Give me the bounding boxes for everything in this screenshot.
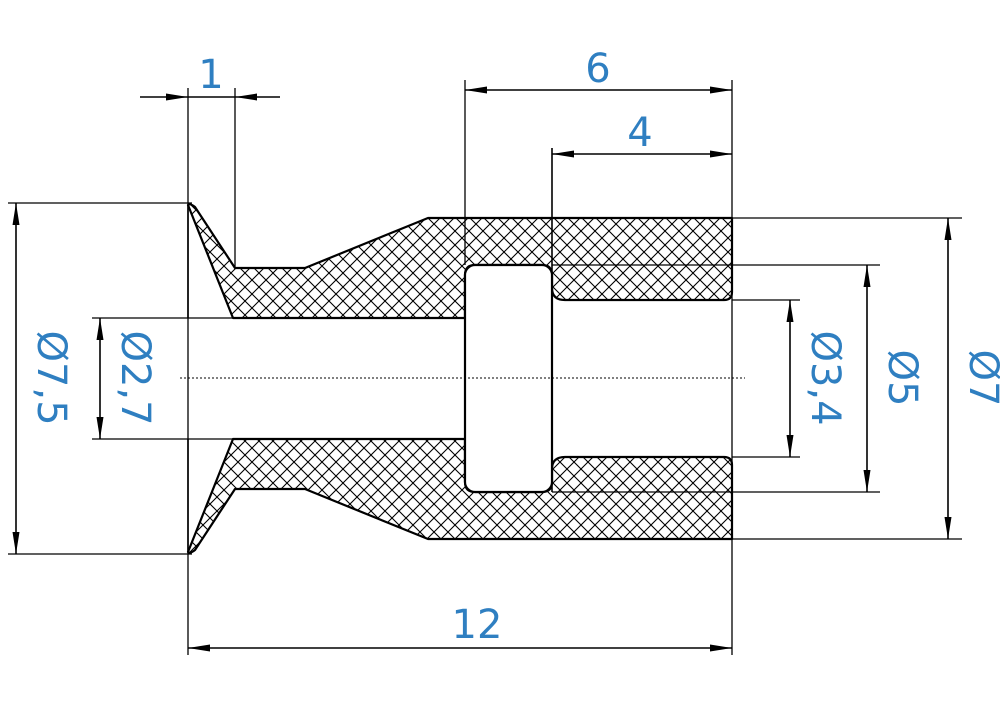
dim-counterbore-diameter-text: Ø5	[879, 350, 925, 407]
dim-four-text: 4	[627, 110, 652, 156]
lower-section	[186, 437, 734, 554]
dim-outer-diameter-text: Ø7	[960, 350, 1000, 407]
dim-twelve-text: 12	[452, 602, 503, 648]
dim-six-text: 6	[585, 46, 610, 92]
dim-lip-diameter-text: Ø7,5	[28, 330, 74, 425]
dim-lip-thickness-text: 1	[198, 52, 223, 98]
dim-step-diameter-text: Ø3,4	[802, 330, 848, 425]
upper-section	[186, 203, 734, 320]
dim-bore-diameter-text: Ø2,7	[112, 330, 158, 425]
